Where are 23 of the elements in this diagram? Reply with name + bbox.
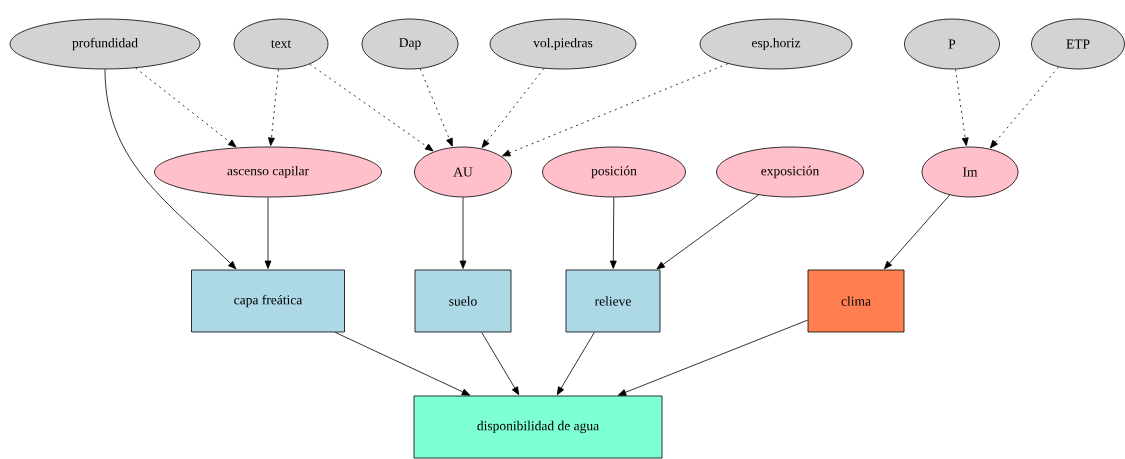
arrow <box>481 332 520 396</box>
arrow <box>334 332 471 396</box>
arrow <box>419 68 453 147</box>
arrow <box>264 197 272 269</box>
factor-box: suelo <box>414 269 512 333</box>
arrow <box>135 67 237 148</box>
arrow <box>989 66 1059 149</box>
arrow <box>481 68 545 148</box>
arrow <box>268 68 279 146</box>
arrow <box>459 197 467 269</box>
arrow <box>609 197 617 269</box>
arrow <box>656 194 759 270</box>
arrow <box>104 69 237 270</box>
arrow <box>309 63 434 152</box>
arrow <box>884 194 951 270</box>
arrow <box>556 332 595 396</box>
arrow <box>617 319 808 396</box>
factor-box: capa freática <box>191 269 345 333</box>
factor-box: relieve <box>565 269 661 333</box>
factor-box: clima <box>807 269 905 333</box>
arrow <box>955 68 969 146</box>
result-box: disponibilidad de agua <box>413 395 663 459</box>
arrow <box>502 63 729 157</box>
